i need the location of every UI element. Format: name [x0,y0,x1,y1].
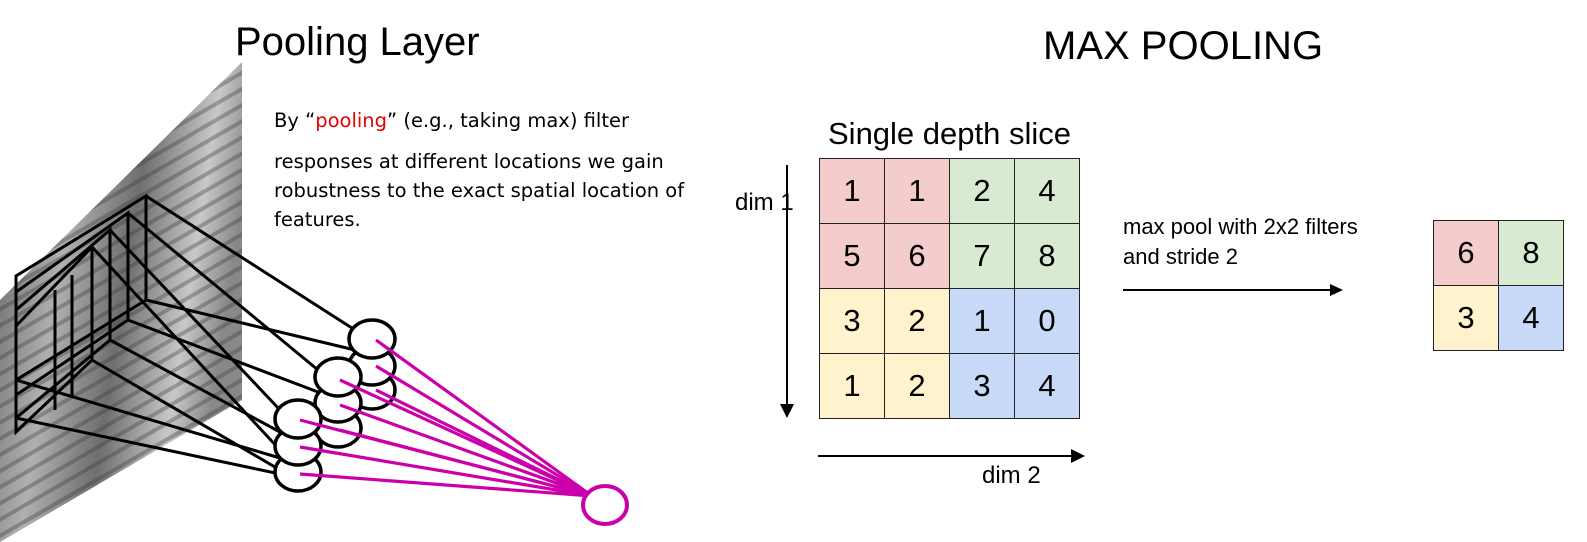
input-cell: 0 [1014,288,1080,354]
input-cell: 2 [884,353,950,419]
pooling-description-body: responses at different locations we gain… [274,150,685,231]
input-grid-row: 3 2 1 0 [819,288,1080,354]
input-cell: 4 [1014,158,1080,224]
pooled-neuron [581,484,629,526]
pooling-layer-title: Pooling Layer [235,20,480,64]
dim2-arrow [818,449,1085,463]
max-pooling-title: MAX POOLING [1043,24,1324,68]
input-cell: 1 [819,158,885,224]
pooling-description: By “pooling” (e.g., taking max) filter r… [274,106,694,234]
dim1-arrow [780,165,794,418]
input-grid-row: 1 2 3 4 [819,353,1080,419]
output-cell: 6 [1433,220,1499,286]
output-grid-row: 6 8 [1433,220,1564,286]
pooling-connections [299,338,593,498]
dim1-label: dim 1 [735,189,794,216]
input-cell: 1 [819,353,885,419]
pool-operation-arrow [1123,284,1343,296]
input-cell: 3 [949,353,1015,419]
input-cell: 4 [1014,353,1080,419]
output-cell: 8 [1498,220,1564,286]
output-cell: 4 [1498,285,1564,351]
input-cell: 7 [949,223,1015,289]
input-grid-row: 1 1 2 4 [819,158,1080,224]
input-grid-row: 5 6 7 8 [819,223,1080,289]
input-cell: 3 [819,288,885,354]
input-cell: 1 [949,288,1015,354]
pooling-description-line1: By “pooling” (e.g., taking max) filter [274,109,630,132]
dim2-label: dim 2 [982,462,1041,489]
output-grid: 6 8 3 4 [1433,220,1564,351]
output-cell: 3 [1433,285,1499,351]
neuron-column [273,318,397,493]
output-grid-row: 3 4 [1433,285,1564,351]
connection-lines [15,194,356,476]
input-cell: 2 [884,288,950,354]
input-cell: 1 [884,158,950,224]
input-cell: 5 [819,223,885,289]
input-image-panel [0,62,242,542]
pooling-keyword: pooling [315,109,388,132]
input-cell: 8 [1014,223,1080,289]
input-grid: 1 1 2 4 5 6 7 8 3 2 1 0 1 2 3 4 [819,158,1080,419]
pooling-illustration [0,62,629,542]
single-depth-slice-title: Single depth slice [828,116,1071,151]
pool-operation-text: max pool with 2x2 filters and stride 2 [1123,214,1358,269]
input-cell: 6 [884,223,950,289]
input-cell: 2 [949,158,1015,224]
